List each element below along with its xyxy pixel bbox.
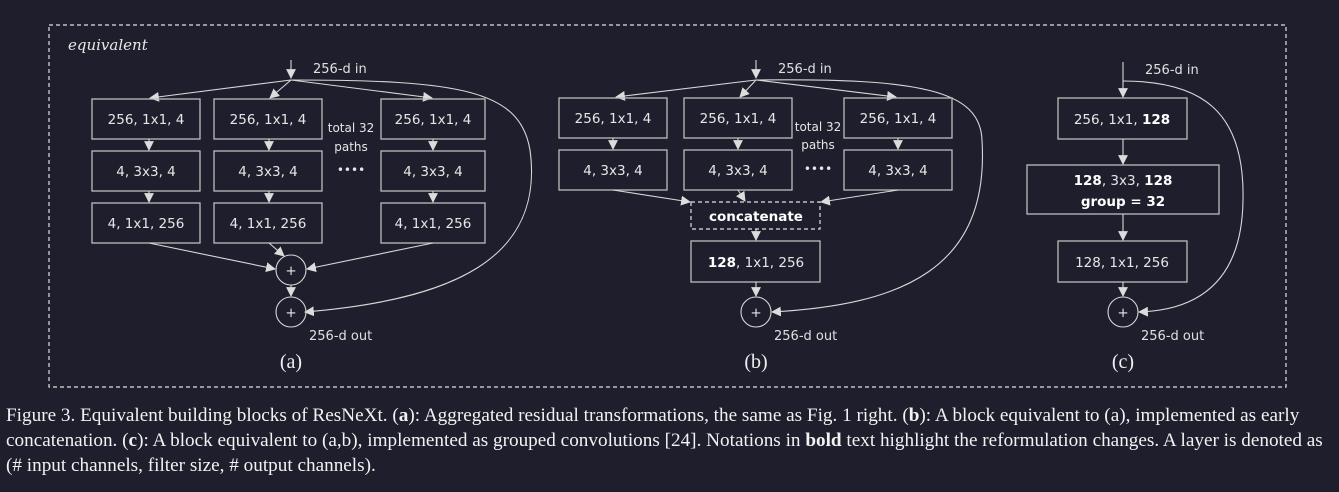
b-output-label: 256-d out bbox=[774, 329, 837, 344]
a-path2-layer2-box bbox=[213, 150, 323, 192]
b-ellipsis: •••• bbox=[804, 162, 832, 176]
a-subfigure-label: (a) bbox=[280, 351, 302, 373]
c-shortcut-connection bbox=[1122, 80, 1244, 317]
equivalent-label: equivalent bbox=[68, 36, 149, 54]
b-merge-arrow-2 bbox=[736, 189, 746, 202]
a-path1-layer1: 256, 1x1, 4 bbox=[108, 112, 185, 128]
a-branch-arrow-2 bbox=[269, 79, 292, 99]
a-path1-layer3: 4, 1x1, 256 bbox=[108, 216, 185, 232]
b-path2-layer1: 256, 1x1, 4 bbox=[700, 111, 777, 127]
b-paths-note-line1: total 32 bbox=[795, 120, 842, 134]
a-path2-layer3: 4, 1x1, 256 bbox=[230, 216, 307, 232]
a-path1-layer2-box bbox=[91, 150, 201, 192]
caption-bold-a: a bbox=[398, 405, 409, 426]
b-branch-arrow-3 bbox=[755, 79, 897, 101]
b-final-layer-rest: , 1x1, 256 bbox=[736, 255, 804, 271]
caption-bold-word: bold bbox=[805, 430, 842, 451]
b-merge-arrow-3 bbox=[820, 189, 899, 206]
a-branch-arrow-1 bbox=[149, 79, 292, 102]
c-layer2-group: group = 32 bbox=[1081, 194, 1165, 210]
a-path2-layer1-box bbox=[213, 98, 323, 140]
caption-text: ): Aggregated residual transformations, … bbox=[408, 405, 909, 426]
caption-text: text highlight the reformulation changes… bbox=[6, 430, 1323, 476]
caption-bold-b: b bbox=[908, 405, 920, 426]
b-final-layer: 128, 1x1, 256 bbox=[708, 255, 804, 271]
a-output-label: 256-d out bbox=[309, 329, 372, 344]
c-residual-sum-node bbox=[1107, 296, 1139, 328]
c-subfigure-label: (c) bbox=[1112, 351, 1134, 373]
a-residual-sum-symbol: + bbox=[285, 305, 296, 321]
b-path32-layer1: 256, 1x1, 4 bbox=[860, 111, 937, 127]
b-final-layer-bold: 128 bbox=[708, 255, 736, 271]
b-path1-layer1: 256, 1x1, 4 bbox=[575, 111, 652, 127]
c-layer2-bold-in: 128 bbox=[1074, 173, 1102, 189]
b-branch-arrow-1 bbox=[615, 79, 757, 101]
c-layer2-bold-out: 128 bbox=[1144, 173, 1172, 189]
b-residual-sum-symbol: + bbox=[750, 305, 761, 321]
caption-bold-c: c bbox=[128, 430, 138, 451]
a-branch-arrow-3 bbox=[290, 79, 433, 102]
c-layer1-plain: 256, 1x1, bbox=[1074, 112, 1142, 128]
a-residual-sum-node bbox=[275, 296, 307, 328]
b-paths-note-line2: paths bbox=[801, 138, 835, 152]
b-shortcut-connection bbox=[755, 79, 984, 317]
block-c: 256-d in 256, 1x1, 128 128, 3x3, 128 gro… bbox=[1026, 62, 1244, 373]
c-input-label: 256-d in bbox=[1145, 63, 1199, 78]
a-ellipsis: •••• bbox=[337, 163, 365, 177]
b-concatenate-label: concatenate bbox=[709, 209, 803, 225]
block-b: 256-d in 256, 1x1, 4 4, 3x3, 4 256, 1x1,… bbox=[558, 60, 984, 373]
c-layer2-plain: , 3x3, bbox=[1102, 173, 1144, 189]
a-path2-layer3-box bbox=[213, 202, 323, 244]
b-path2-layer2: 4, 3x3, 4 bbox=[708, 163, 768, 179]
a-merge-arrow-2 bbox=[268, 242, 285, 257]
c-layer1-bold: 128 bbox=[1142, 112, 1170, 128]
block-a: 256-d in 256, 1x1, 4 4, 3x3, 4 4, 1x1, 2… bbox=[91, 60, 533, 373]
a-aggregate-sum-symbol: + bbox=[285, 263, 296, 279]
c-layer3: 128, 1x1, 256 bbox=[1075, 255, 1169, 271]
c-layer2: 128, 3x3, 128 bbox=[1074, 173, 1173, 189]
b-path32-layer2: 4, 3x3, 4 bbox=[868, 163, 928, 179]
b-merge-arrow-1 bbox=[612, 189, 691, 206]
a-merge-arrow-3 bbox=[306, 242, 434, 273]
a-shortcut-connection bbox=[290, 79, 533, 317]
a-path32-layer3: 4, 1x1, 256 bbox=[395, 216, 472, 232]
caption-text: ): A block equivalent to (a), implemente… bbox=[6, 405, 1300, 451]
b-path1-layer2: 4, 3x3, 4 bbox=[583, 163, 643, 179]
a-path2-layer1: 256, 1x1, 4 bbox=[230, 112, 307, 128]
c-layer1: 256, 1x1, 128 bbox=[1074, 112, 1170, 128]
a-path1-layer2: 4, 3x3, 4 bbox=[116, 164, 176, 180]
c-residual-sum-symbol: + bbox=[1117, 305, 1128, 321]
a-path32-layer1: 256, 1x1, 4 bbox=[395, 112, 472, 128]
b-subfigure-label: (b) bbox=[744, 351, 767, 373]
a-paths-note-line1: total 32 bbox=[328, 121, 375, 135]
a-path32-layer2: 4, 3x3, 4 bbox=[403, 164, 463, 180]
b-branch-arrow-2 bbox=[739, 79, 757, 98]
a-paths-note-line2: paths bbox=[334, 140, 368, 154]
a-path2-layer2: 4, 3x3, 4 bbox=[238, 164, 298, 180]
a-path1-layer1-box bbox=[91, 98, 201, 140]
a-path1-layer3-box bbox=[91, 202, 201, 244]
caption-text: ): A block equivalent to (a,b), implemen… bbox=[137, 430, 806, 451]
resnext-blocks-figure: equivalent 256-d in 256, 1x1, 4 4, 3x3, … bbox=[48, 24, 1287, 388]
b-input-label: 256-d in bbox=[778, 62, 832, 77]
figure-caption: Figure 3. Equivalent building blocks of … bbox=[6, 403, 1336, 478]
a-merge-arrow-1 bbox=[148, 242, 276, 273]
caption-text: Figure 3. Equivalent building blocks of … bbox=[6, 405, 399, 426]
a-input-label: 256-d in bbox=[313, 62, 367, 77]
equivalent-frame bbox=[48, 24, 1287, 388]
c-output-label: 256-d out bbox=[1141, 329, 1204, 344]
b-residual-sum-node bbox=[740, 296, 772, 328]
